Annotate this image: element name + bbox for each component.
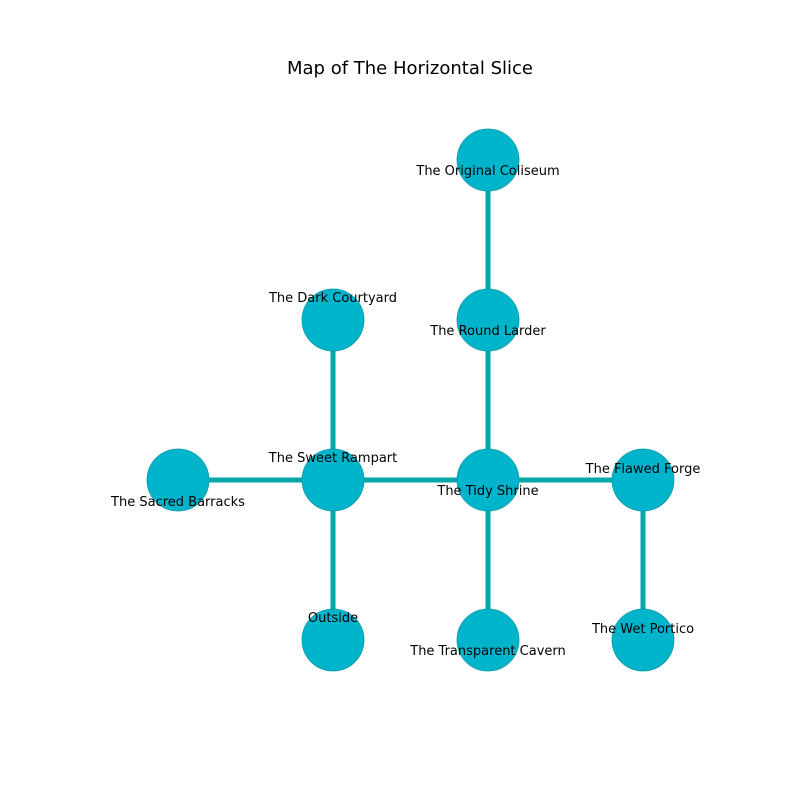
room-node-original-coliseum [456,128,520,192]
room-label-tidy-shrine: The Tidy Shrine [436,484,538,499]
nodes-layer [146,128,675,672]
room-node-dark-courtyard [301,288,365,352]
room-node-wet-portico [611,608,675,672]
room-node-tidy-shrine [456,448,520,512]
room-label-flawed-forge: The Flawed Forge [585,462,701,477]
room-node-sweet-rampart [301,448,365,512]
room-label-round-larder: The Round Larder [429,324,546,339]
room-label-dark-courtyard: The Dark Courtyard [268,291,397,306]
room-label-outside: Outside [308,611,358,626]
diagram-title: Map of The Horizontal Slice [287,58,533,79]
room-label-original-coliseum: The Original Coliseum [415,164,559,179]
room-node-transparent-cavern [456,608,520,672]
room-label-sacred-barracks: The Sacred Barracks [110,495,245,510]
edges-layer [178,160,646,640]
room-node-round-larder [456,288,520,352]
room-label-sweet-rampart: The Sweet Rampart [268,451,397,466]
room-label-transparent-cavern: The Transparent Cavern [409,644,566,659]
room-node-outside [301,608,365,672]
room-node-flawed-forge [611,448,675,512]
room-label-wet-portico: The Wet Portico [591,622,694,637]
room-node-sacred-barracks [146,448,210,512]
